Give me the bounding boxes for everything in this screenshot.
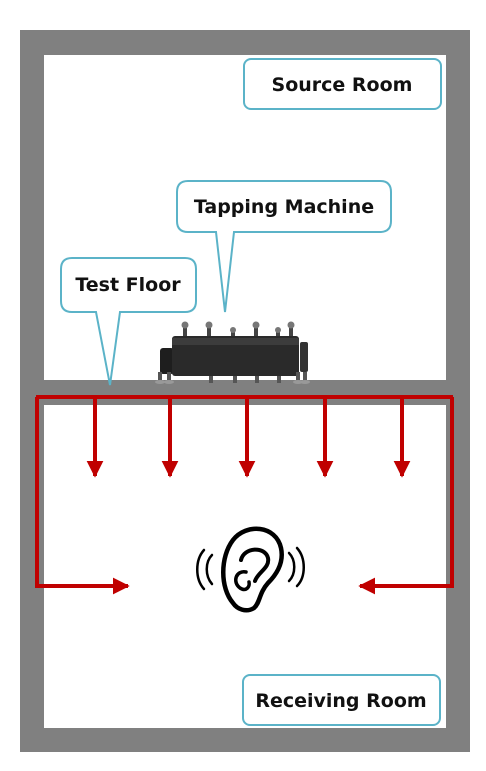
ear-icon bbox=[196, 526, 305, 613]
flanking-path-right bbox=[358, 397, 454, 595]
sound-paths bbox=[35, 395, 454, 595]
tapping-machine-callout: Tapping Machine bbox=[176, 180, 392, 313]
test-floor-label-text: Test Floor bbox=[75, 274, 181, 296]
receiving-room-label: Receiving Room bbox=[242, 674, 441, 726]
receiving-room-label-text: Receiving Room bbox=[255, 690, 426, 712]
source-room-label: Source Room bbox=[243, 58, 442, 110]
test-floor-callout: Test Floor bbox=[60, 257, 197, 386]
tapping-machine-icon bbox=[155, 321, 310, 384]
flanking-path-left bbox=[35, 397, 130, 595]
tapping-machine-label-text: Tapping Machine bbox=[194, 196, 374, 218]
source-room-label-text: Source Room bbox=[272, 74, 413, 96]
